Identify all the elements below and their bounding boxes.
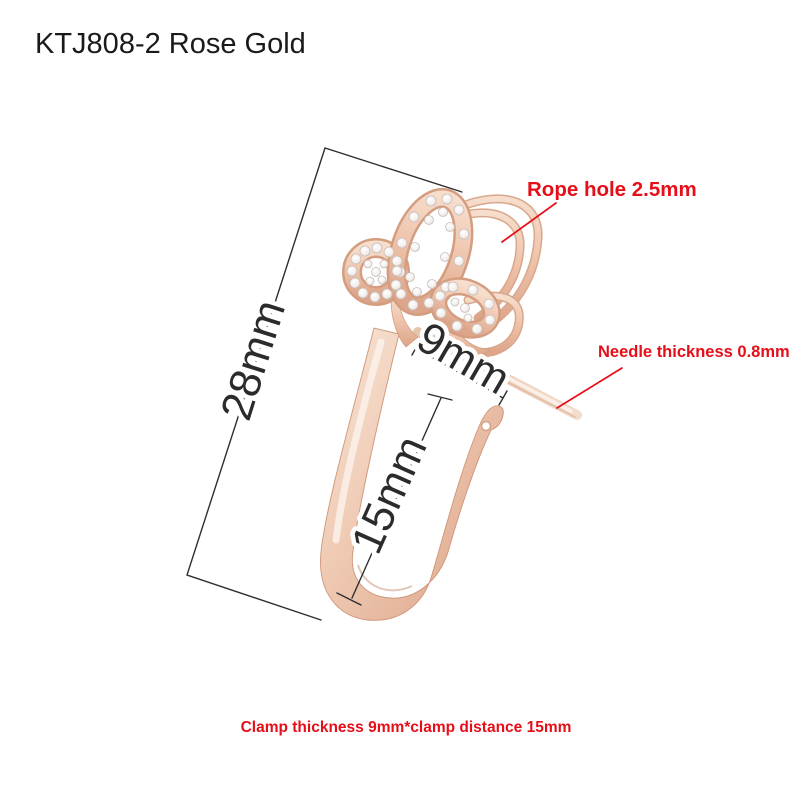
dimension-28mm-label: 28mm [212,294,295,425]
rope-hole-leader-line [501,202,557,243]
callout-needle: Needle thickness 0.8mm [556,343,790,409]
rope-hole-label: Rope hole 2.5mm [527,178,697,201]
needle-leader-line [556,367,623,409]
dimension-28mm-line [186,147,463,621]
clamp-hole [480,420,492,432]
crown-stem [390,295,492,357]
needle-pin [413,327,582,420]
rope-hole-frame [453,194,543,358]
earring-illustration [320,187,582,621]
needle-thickness-label: Needle thickness 0.8mm [598,343,790,361]
callout-rope-hole: Rope hole 2.5mm [501,178,697,243]
ear-hook [320,327,504,621]
product-title: KTJ808-2 Rose Gold [35,28,306,60]
clamp-note-label: Clamp thickness 9mm*clamp distance 15mm [241,719,572,736]
crystal-pave [346,193,496,335]
